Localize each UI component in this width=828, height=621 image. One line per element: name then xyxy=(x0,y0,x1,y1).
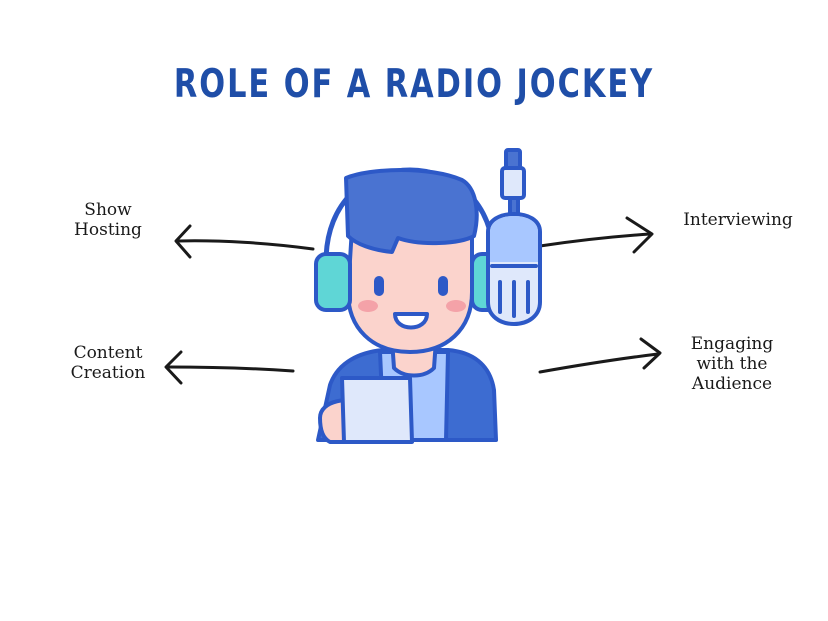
radio-jockey-icon xyxy=(314,148,542,444)
arrow-to-interviewing xyxy=(538,216,654,254)
role-content-creation: Content Creation xyxy=(70,343,146,383)
role-interviewing: Interviewing xyxy=(683,210,793,230)
page-title: ROLE OF A RADIO JOCKEY xyxy=(173,62,655,107)
arrow-to-content-creation xyxy=(164,350,295,385)
arrow-to-engaging-audience xyxy=(538,337,662,374)
arrow-to-show-hosting xyxy=(174,224,315,259)
role-show-hosting: Show Hosting xyxy=(74,200,142,240)
role-engaging-audience: Engaging with the Audience xyxy=(690,334,774,394)
